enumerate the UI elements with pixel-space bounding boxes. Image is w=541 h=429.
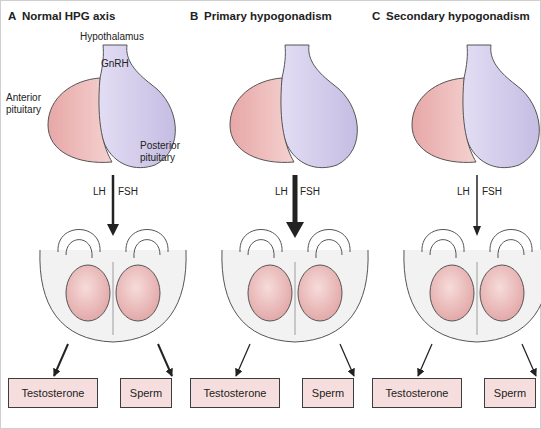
hormone-label: LH	[93, 186, 106, 198]
hormone-label: LH	[457, 186, 470, 198]
box-label: Testosterone	[22, 387, 85, 399]
hormone-arrow-thin	[473, 175, 481, 236]
testes-illustration	[40, 230, 186, 343]
part-label: Hypothalamus	[80, 31, 144, 43]
panel-letter: C	[372, 10, 380, 22]
testes-illustration	[404, 230, 541, 343]
hormone-label: FSH	[482, 186, 502, 198]
panel-title: Normal HPG axis	[22, 10, 115, 22]
hormone-label: GnRH	[101, 58, 129, 70]
output-box: Testosterone	[8, 378, 98, 408]
hormone-arrow	[107, 175, 119, 236]
pituitary-illustration	[230, 45, 357, 168]
output-box: Testosterone	[372, 378, 462, 408]
panel-letter: B	[190, 10, 198, 22]
box-label: Sperm	[130, 387, 162, 399]
output-arrows	[54, 344, 536, 376]
testes-illustration	[222, 230, 368, 343]
hormone-label: FSH	[118, 186, 138, 198]
panel-letter: A	[8, 10, 16, 22]
panel-title: Primary hypogonadism	[204, 10, 332, 22]
output-box: Sperm	[120, 378, 172, 408]
hormone-label: LH	[275, 186, 288, 198]
hormone-label: FSH	[300, 186, 320, 198]
box-label: Sperm	[494, 387, 526, 399]
part-label: Posterior pituitary	[140, 140, 192, 164]
box-label: Testosterone	[386, 387, 449, 399]
output-box: Sperm	[302, 378, 354, 408]
pituitary-illustration	[412, 45, 539, 168]
hormone-arrow-thick	[286, 175, 304, 238]
part-label: Anterior pituitary	[6, 92, 56, 116]
output-box: Sperm	[484, 378, 536, 408]
output-box: Testosterone	[190, 378, 280, 408]
panel-title: Secondary hypogonadism	[386, 10, 530, 22]
box-label: Sperm	[312, 387, 344, 399]
box-label: Testosterone	[204, 387, 267, 399]
